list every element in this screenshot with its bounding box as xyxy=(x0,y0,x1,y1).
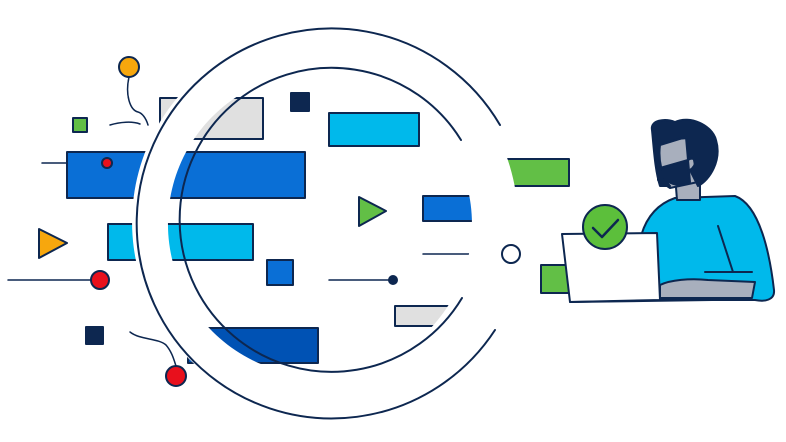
connector-line xyxy=(129,331,177,367)
red-dot xyxy=(101,157,113,169)
cyan-block xyxy=(328,112,420,147)
green-square xyxy=(72,117,88,133)
laptop-base xyxy=(569,299,713,303)
checkmark-icon xyxy=(591,218,620,239)
checkmark-badge xyxy=(582,204,628,250)
blue-square xyxy=(266,259,294,286)
navy-square xyxy=(85,326,104,345)
inner-arc xyxy=(178,66,463,373)
play-icon xyxy=(38,228,68,259)
navy-dot xyxy=(388,275,398,285)
green-block xyxy=(540,264,571,294)
play-icon xyxy=(358,196,387,227)
outer-arc xyxy=(135,27,501,420)
hollow-dot xyxy=(501,244,521,264)
orange-dot xyxy=(118,56,140,78)
navy-square xyxy=(290,92,310,112)
person-illustration xyxy=(636,118,776,302)
red-dot xyxy=(165,365,187,387)
red-dot xyxy=(90,270,110,290)
green-block xyxy=(503,158,570,187)
connector-line xyxy=(109,121,141,126)
connector-line xyxy=(126,76,149,126)
